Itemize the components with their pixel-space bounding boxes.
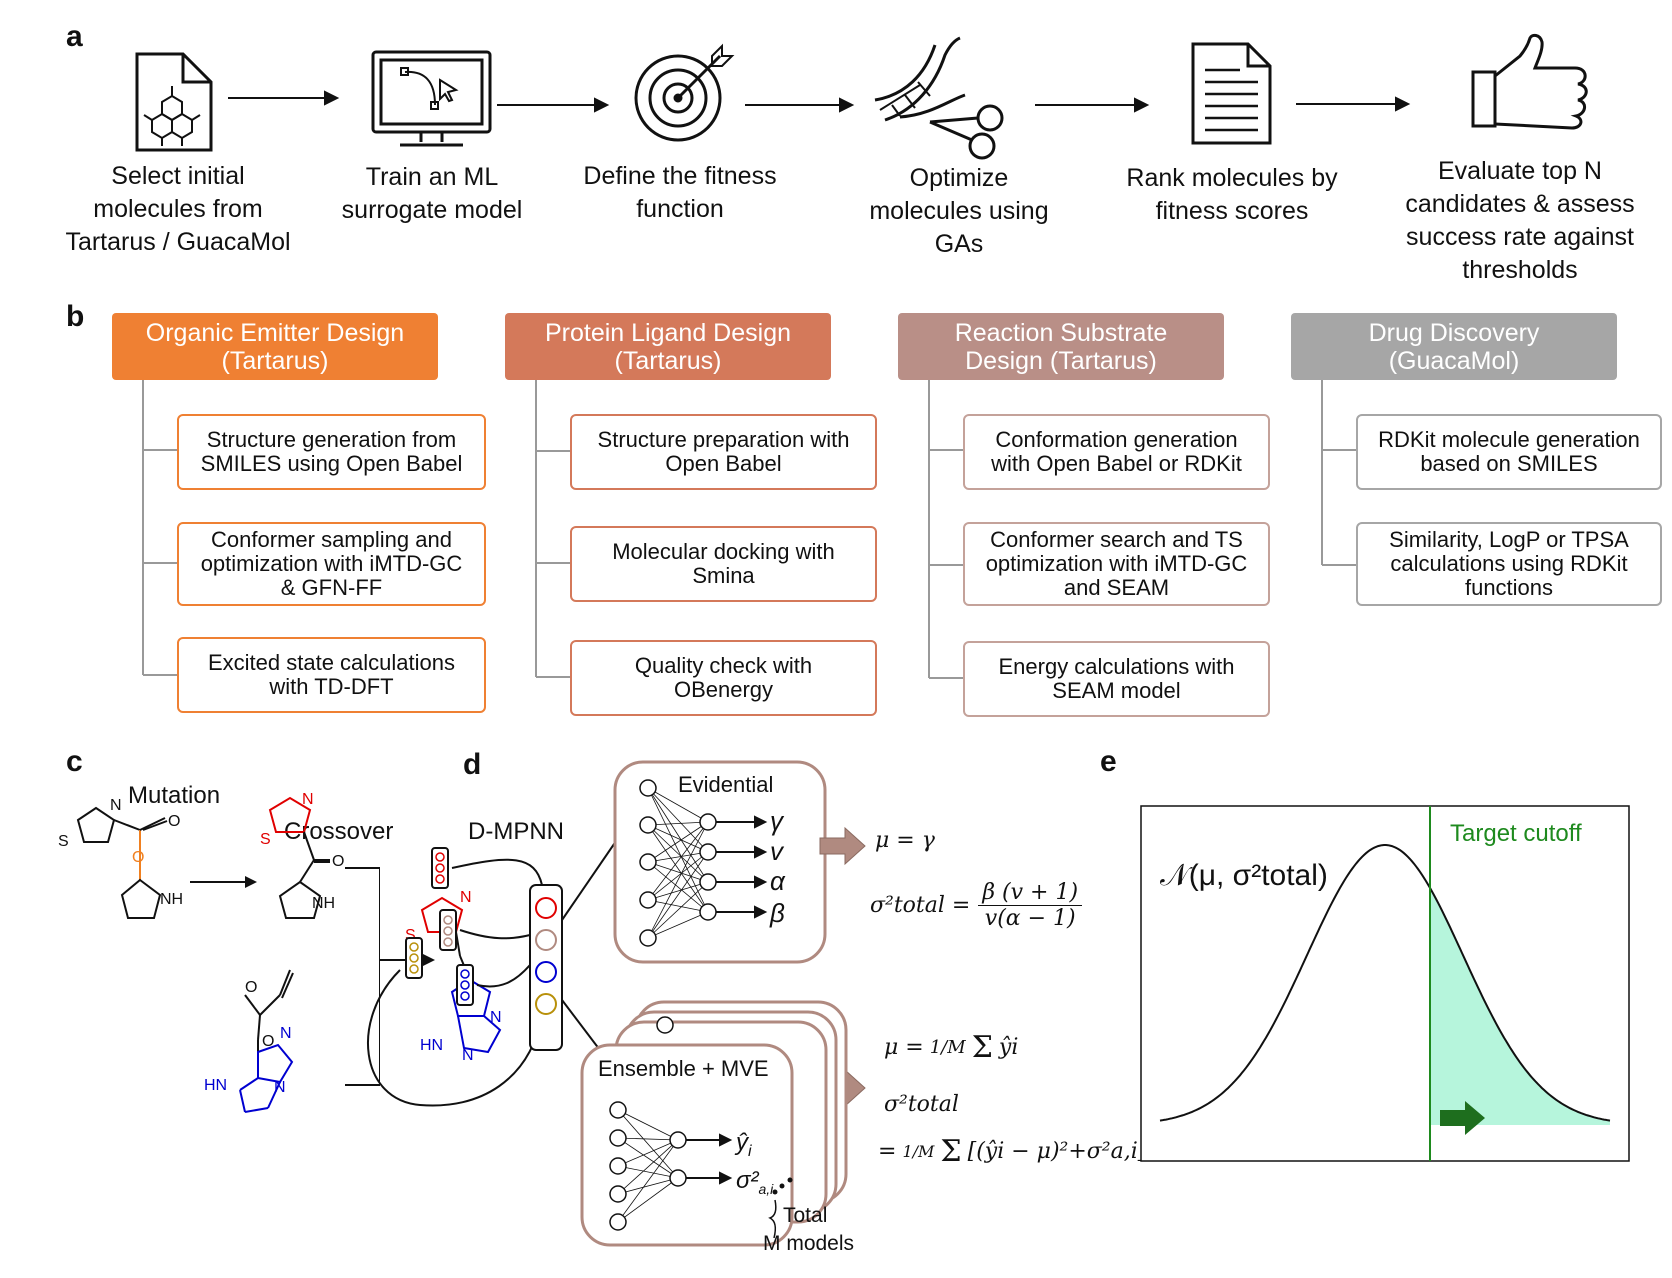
panel-c-molecules: N S O O NH N S O NH O O N N HN [58, 791, 380, 1113]
dmpnn-atom-hn: HN [420, 1037, 443, 1054]
molecule-document-icon [135, 52, 213, 152]
panel-letter-c: c [66, 745, 83, 778]
ensemble-net [609, 1101, 687, 1231]
step-label-rank: Rank molecules by fitness scores [1126, 164, 1338, 225]
output-gamma: γ [770, 806, 785, 836]
panel-letter-d: d [463, 748, 482, 781]
step-label-fitness: Define the fitness function [583, 162, 777, 223]
m-models-label: M models [763, 1232, 854, 1255]
document-list-icon [1191, 42, 1272, 145]
panel-letter-e: e [1100, 745, 1117, 778]
eq-evidential-sigma: σ²total = β (v + 1) v(α − 1) [870, 880, 1083, 931]
eq-ensemble-mu: μ = 1/M Σ ŷi [884, 1030, 1019, 1065]
atom-label-o1: O [168, 813, 180, 830]
atom-label-n4: N [274, 1079, 286, 1096]
atom-label-o2: O [132, 849, 144, 866]
atom-label-s2: S [260, 831, 271, 848]
atom-label-nh2: NH [312, 895, 335, 912]
tail-area [1430, 887, 1610, 1125]
atom-label-s1: S [58, 833, 69, 850]
ensemble-label: Ensemble + MVE [598, 1056, 769, 1081]
step-label-evaluate: Evaluate top N candidates & assess succe… [1405, 157, 1635, 284]
bell-curve [1159, 844, 1611, 1122]
atom-label-o3: O [332, 853, 344, 870]
panel-letter-a: a [66, 20, 83, 53]
target-icon [634, 43, 735, 142]
total-label: Total [783, 1204, 827, 1227]
dmpnn-atom-n2: N [490, 1009, 502, 1026]
panel-d-network: S N N HN N Evidential [367, 760, 866, 1255]
dmpnn-atom-s: S [405, 927, 416, 944]
atom-label-o5: O [262, 1033, 274, 1050]
output-sigma-a: σ²a,i [736, 1167, 774, 1197]
distribution-label: 𝒩(μ, σ²total) [1160, 859, 1328, 892]
evidential-net [639, 779, 717, 947]
thumbs-up-icon [1471, 33, 1588, 130]
step-label-optimize: Optimize molecules using GAs [869, 164, 1049, 258]
output-y-hat: ŷi [734, 1129, 752, 1160]
step-label-select: Select initial molecules from Tartarus /… [65, 162, 291, 256]
step-label-train: Train an ML surrogate model [341, 163, 523, 224]
atom-label-n3: N [280, 1025, 292, 1042]
cutoff-label: Target cutoff [1450, 820, 1582, 847]
eq-ensemble-sigma-rhs: = 1/M Σ [(ŷi − μ)²+σ²a,i] [878, 1134, 1147, 1169]
eq-evidential-mu: μ = γ [875, 828, 935, 853]
output-v: v [770, 836, 785, 866]
evidential-label: Evidential [678, 772, 773, 797]
output-beta: β [769, 898, 785, 928]
parent-molecule-1 [76, 806, 168, 919]
output-alpha: α [770, 866, 786, 896]
tree-connectors [142, 380, 1356, 679]
dmpnn-atom-n1: N [460, 889, 472, 906]
category-header-drug-discovery: Drug Discovery (GuacaMol) [1291, 313, 1617, 380]
dna-scissors-icon [874, 36, 1004, 160]
distribution-plot: Target cutoff 𝒩(μ, σ²total) [1140, 805, 1630, 1162]
atom-label-n2: N [302, 791, 314, 808]
mutated-molecule [268, 796, 330, 919]
workflow-icons [135, 33, 1588, 160]
atom-label-hn1: HN [204, 1077, 227, 1094]
atom-label-n1: N [110, 797, 122, 814]
category-header-organic-emitter: Organic Emitter Design (Tartarus) [112, 313, 438, 380]
mutation-label: Mutation [128, 782, 221, 809]
parent-molecule-2 [239, 969, 294, 1113]
dmpnn-label: D-MPNN [468, 818, 564, 845]
category-header-protein-ligand: Protein Ligand Design (Tartarus) [505, 313, 831, 380]
atom-label-nh1: NH [160, 891, 183, 908]
panel-letter-b: b [66, 300, 85, 333]
dmpnn-atom-n3: N [462, 1047, 474, 1064]
evaluate-line-1: Evaluate top N [1438, 157, 1602, 185]
right-arrow-icon [1440, 1101, 1485, 1135]
atom-label-o4: O [245, 979, 257, 996]
category-header-reaction-substrate: Reaction Substrate Design (Tartarus) [898, 313, 1224, 380]
eq-ensemble-sigma-lhs: σ²total [884, 1092, 959, 1117]
computer-monitor-icon [371, 50, 492, 147]
